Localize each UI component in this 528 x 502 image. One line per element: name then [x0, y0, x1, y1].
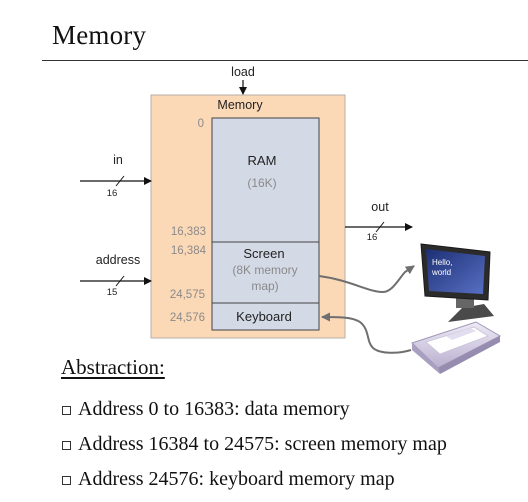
- monitor-icon: Hello, world: [420, 243, 494, 322]
- screen-label: Screen: [243, 246, 284, 261]
- keyboard-label: Keyboard: [236, 309, 292, 324]
- address-24576: 24,576: [170, 312, 205, 324]
- list-item-text: Address 24576: keyboard memory map: [78, 468, 395, 490]
- in-bus-width: 16: [107, 188, 118, 199]
- screen-desc-line1: (8K memory: [232, 263, 297, 277]
- load-label: load: [231, 65, 255, 79]
- keyboard-icon: [411, 321, 502, 374]
- keyboard-cable: [321, 312, 412, 354]
- title-divider: [42, 60, 528, 61]
- address-bus-width: 15: [107, 287, 118, 298]
- screen-desc-line2: map): [251, 279, 278, 293]
- list-item-text: Address 0 to 16383: data memory: [78, 398, 350, 420]
- out-label: out: [371, 200, 389, 214]
- address-label: address: [96, 253, 140, 267]
- abstraction-heading: Abstraction:: [61, 355, 165, 379]
- address-24575: 24,575: [170, 289, 205, 301]
- address-bus-slash: [115, 275, 125, 287]
- list-item: Address 0 to 16383: data memory: [52, 392, 447, 427]
- ram-size: (16K): [247, 176, 276, 190]
- bullet-square-icon: [62, 441, 71, 450]
- address-16383: 16,383: [171, 226, 206, 238]
- address-16384: 16,384: [171, 245, 207, 257]
- ram-label: RAM: [248, 153, 277, 168]
- monitor-text-line1: Hello,: [432, 258, 452, 267]
- bullet-square-icon: [62, 406, 71, 415]
- ram-segment: [211, 117, 320, 243]
- screen-segment: [211, 241, 320, 304]
- memory-chip-label: Memory: [217, 98, 263, 112]
- keyboard-segment: [211, 302, 320, 331]
- address-0: 0: [198, 118, 204, 130]
- list-item: Address 24576: keyboard memory map: [52, 462, 447, 497]
- bullet-square-icon: [62, 476, 71, 485]
- out-bus-width: 16: [367, 232, 378, 243]
- slide-title: Memory: [52, 20, 147, 50]
- list-item-text: Address 16384 to 24575: screen memory ma…: [78, 433, 447, 455]
- abstraction-list: Address 0 to 16383: data memory Address …: [52, 392, 447, 497]
- out-bus-slash: [375, 221, 385, 233]
- list-item: Address 16384 to 24575: screen memory ma…: [52, 427, 447, 462]
- in-label: in: [113, 153, 123, 167]
- monitor-text-line2: world: [431, 268, 451, 277]
- in-bus-slash: [115, 175, 125, 187]
- screen-cable: [318, 265, 415, 294]
